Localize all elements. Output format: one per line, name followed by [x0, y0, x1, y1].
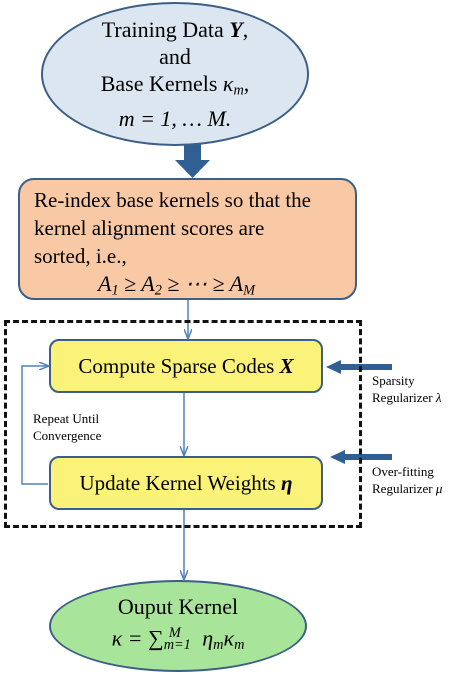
overfitting-input-arrow [330, 450, 392, 464]
sparse-box-label: Compute Sparse Codes [78, 353, 275, 378]
output-ellipse: Ouput Kernel κ = ∑m=1M ηmκm [49, 580, 307, 672]
update-box-label: Update Kernel Weights [79, 470, 276, 495]
reindex-line-2: kernel alignment scores are [34, 216, 265, 240]
repeat-until-convergence-label: Repeat Until Convergence [33, 411, 102, 443]
reindex-line-1: Re-index base kernels so that the [34, 188, 311, 212]
input-line-and: and [159, 44, 191, 70]
math-eta: η [280, 470, 293, 495]
reindex-box: Re-index base kernels so that the kernel… [18, 178, 357, 300]
input-line-training-data: Training Data Y, [101, 17, 249, 43]
output-title: Ouput Kernel [117, 593, 239, 619]
math-x: X [279, 353, 294, 378]
update-kernel-weights-box: Update Kernel Weights η [49, 456, 323, 510]
input-line-base-kernels: Base Kernels κm, [100, 71, 250, 99]
sparsity-regularizer-label: Sparsity Regularizer λ [372, 373, 442, 405]
iteration-frame [4, 320, 362, 528]
overfitting-regularizer-label: Over-fitting Regularizer μ [372, 464, 443, 496]
output-kernel-formula: κ = ∑m=1M ηmκm [111, 624, 245, 654]
input-line-range: m = 1, … M. [118, 105, 232, 131]
sorted-scores-formula: A1 ≥ A2 ≥ ⋯ ≥ AM [98, 271, 256, 299]
sparsity-input-arrow [326, 360, 392, 374]
big-down-arrow [175, 142, 210, 178]
compute-sparse-codes-box: Compute Sparse Codes X [49, 339, 323, 393]
input-ellipse: Training Data Y, and Base Kernels κm, m … [41, 2, 309, 146]
math-y: Y [229, 17, 243, 43]
reindex-line-3: sorted, i.e., [34, 244, 127, 268]
repeat-loop-line [21, 366, 48, 485]
